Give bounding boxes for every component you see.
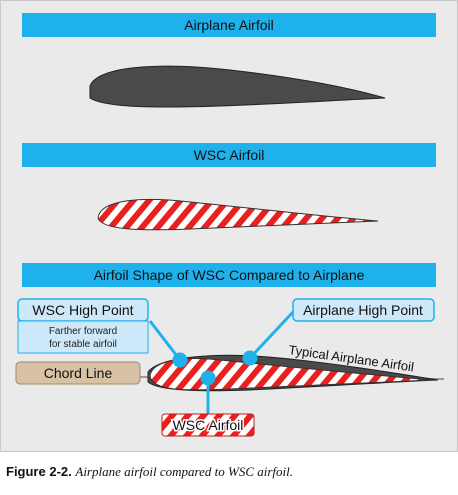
caption-text: Airplane airfoil compared to WSC airfoil… xyxy=(75,464,293,479)
wsc-airfoil-label-box xyxy=(161,413,255,437)
wsc-high-point-note-line-2: for stable airfoil xyxy=(49,339,117,350)
airplane-high-point-label-box xyxy=(292,298,435,322)
airfoil-diagram: Airplane Airfoil WSC Airfoil Airfoil Sha… xyxy=(15,13,445,437)
figure-caption: Figure 2-2. Airplane airfoil compared to… xyxy=(6,464,293,480)
airplane-airfoil-shape xyxy=(89,65,386,108)
wsc-high-point-label: WSC High Point xyxy=(32,302,133,318)
wsc-airfoil-label: WSC Airfoil xyxy=(173,417,244,433)
wsc-airfoil-title: WSC Airfoil xyxy=(194,147,265,163)
wsc-airfoil-banner xyxy=(22,143,436,167)
wsc-airfoil-shape xyxy=(97,198,379,231)
comparison-title: Airfoil Shape of WSC Compared to Airplan… xyxy=(94,267,365,283)
airplane-airfoil-title: Airplane Airfoil xyxy=(184,17,274,33)
chord-line-label: Chord Line xyxy=(44,365,113,381)
wsc-high-point-note-line-1: Farther forward xyxy=(49,326,117,337)
wsc-high-point-leader xyxy=(148,320,188,368)
airplane-airfoil-banner xyxy=(22,13,436,37)
chord-line-label-box xyxy=(15,361,141,385)
comparison-wsc-airfoil xyxy=(149,358,433,391)
wsc-high-point-note-box xyxy=(17,320,149,354)
comparison-banner xyxy=(22,263,436,287)
caption-label: Figure 2-2. xyxy=(6,464,72,479)
airplane-high-point-leader xyxy=(242,310,295,366)
airplane-high-point-label: Airplane High Point xyxy=(303,302,423,318)
